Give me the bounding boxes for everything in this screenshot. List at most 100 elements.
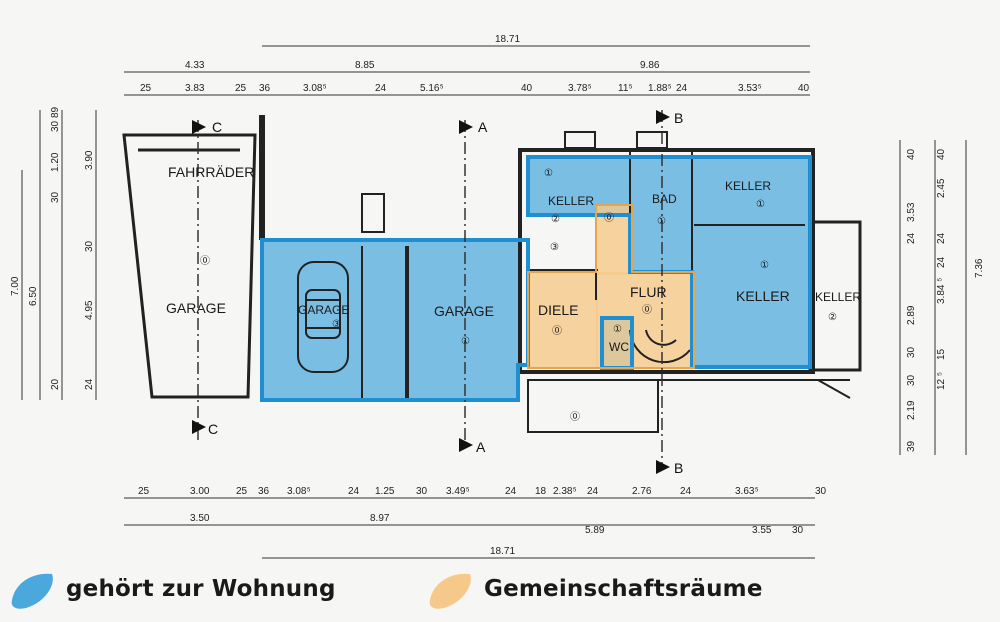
label-garage-right: GARAGE	[434, 303, 494, 319]
top-dimensions	[124, 45, 810, 96]
label-bad: BAD	[652, 192, 677, 206]
svg-text:15: 15	[936, 348, 947, 360]
svg-text:24: 24	[505, 486, 517, 497]
num-diele: ⓪	[552, 325, 562, 337]
bottom-dimensions	[124, 497, 815, 559]
svg-text:20: 20	[50, 378, 61, 390]
dim-bottom-d: 3.55	[752, 525, 772, 536]
label-keller-tl: KELLER	[548, 194, 594, 208]
car-icon	[297, 261, 349, 373]
bottom-detail-dims: 25 3.00 25 36 3.08⁵ 24 1.25 30 3.49⁵ 24 …	[138, 486, 827, 497]
num-wc: ①	[613, 324, 622, 335]
svg-text:1.88⁵: 1.88⁵	[648, 83, 672, 94]
svg-text:24: 24	[587, 486, 599, 497]
left-dimensions	[21, 110, 97, 400]
num-keller-small: ②	[551, 214, 560, 225]
svg-text:36: 36	[258, 486, 270, 497]
label-wc: WC	[609, 340, 629, 354]
num-keller-tr: ①	[756, 199, 765, 210]
num-keller-big: ①	[760, 260, 769, 271]
svg-text:3.49⁵: 3.49⁵	[446, 486, 470, 497]
svg-text:3.63⁵: 3.63⁵	[735, 486, 759, 497]
svg-text:3.08⁵: 3.08⁵	[287, 486, 311, 497]
svg-text:39: 39	[906, 440, 917, 452]
section-a-bottom: A	[476, 439, 486, 455]
svg-text:24: 24	[936, 256, 947, 268]
svg-text:25: 25	[236, 486, 248, 497]
svg-text:3.78⁵: 3.78⁵	[568, 83, 592, 94]
legend-gemeinschaft-label: Gemeinschaftsräume	[484, 576, 763, 602]
svg-text:30: 30	[84, 240, 95, 252]
floor-plan: C C A A B B FAHRRÄDER ⓪ GARAGE GARAGE ③ …	[10, 34, 985, 559]
label-keller-right: KELLER	[815, 290, 861, 304]
svg-text:3.84 ⁵: 3.84 ⁵	[936, 278, 947, 304]
section-b-bottom: B	[674, 460, 683, 476]
svg-text:2.45: 2.45	[936, 178, 947, 198]
section-markers	[192, 110, 670, 474]
svg-text:3.83: 3.83	[185, 83, 205, 94]
svg-text:36: 36	[259, 83, 271, 94]
svg-text:7.36: 7.36	[974, 258, 985, 278]
label-flur: FLUR	[630, 284, 667, 300]
right-dimensions	[899, 140, 967, 455]
dim-bottom-b: 8.97	[370, 513, 390, 524]
section-c-bottom: C	[208, 421, 218, 437]
label-diele: DIELE	[538, 302, 578, 318]
right-dim-labels: 7.36 40 3.53 24 2.89 30 30 2.19 39 40 2.…	[906, 148, 985, 452]
svg-text:89: 89	[50, 106, 61, 118]
legend-wohnung-label: gehört zur Wohnung	[66, 576, 336, 602]
num-garage-right: ①	[461, 336, 470, 347]
svg-text:24: 24	[936, 232, 947, 244]
dim-top-right: 9.86	[640, 60, 660, 71]
num-room3: ③	[550, 242, 559, 253]
section-lines	[197, 110, 663, 470]
svg-text:4.95: 4.95	[84, 300, 95, 320]
legend-gemeinschaft: Gemeinschaftsräume	[424, 566, 763, 612]
dim-bottom-a: 3.50	[190, 513, 210, 524]
num-keller-right: ②	[828, 312, 837, 323]
gemeinschaft-outline	[527, 204, 695, 369]
svg-text:24: 24	[375, 83, 387, 94]
svg-text:24: 24	[676, 83, 688, 94]
svg-text:30: 30	[416, 486, 428, 497]
svg-text:24: 24	[680, 486, 692, 497]
svg-text:3.08⁵: 3.08⁵	[303, 83, 327, 94]
svg-text:3.53⁵: 3.53⁵	[738, 83, 762, 94]
svg-text:25: 25	[235, 83, 247, 94]
wohnung-areas	[262, 157, 810, 400]
svg-text:30: 30	[50, 191, 61, 203]
dim-top-total: 18.71	[495, 34, 520, 45]
num-garage-car: ③	[332, 319, 341, 330]
svg-text:2.38⁵: 2.38⁵	[553, 486, 577, 497]
label-keller-big: KELLER	[736, 288, 790, 304]
dim-top-left: 4.33	[185, 60, 205, 71]
svg-text:2.76: 2.76	[632, 486, 652, 497]
svg-text:40: 40	[906, 148, 917, 160]
top-detail-dims: 25 3.83 25 36 3.08⁵ 24 5.16⁵ 40 3.78⁵ 11…	[140, 83, 810, 94]
num-entrance: ⓪	[570, 411, 580, 423]
section-c-top: C	[212, 119, 222, 135]
left-dim-labels: 7.00 6.50 3.90 4.95 30 89 1.20 30 30 20 …	[10, 106, 95, 390]
svg-text:12 ⁵: 12 ⁵	[936, 372, 947, 390]
orange-brush-swatch-icon	[429, 573, 471, 609]
svg-text:5.16⁵: 5.16⁵	[420, 83, 444, 94]
svg-text:40: 40	[936, 148, 947, 160]
svg-text:2.19: 2.19	[906, 400, 917, 420]
svg-text:25: 25	[138, 486, 150, 497]
svg-text:6.50: 6.50	[28, 286, 39, 306]
svg-text:30: 30	[906, 374, 917, 386]
svg-text:3.90: 3.90	[84, 150, 95, 170]
svg-text:30: 30	[906, 346, 917, 358]
svg-text:24: 24	[906, 232, 917, 244]
svg-text:24: 24	[348, 486, 360, 497]
fill-garage-car	[262, 240, 407, 400]
svg-text:7.00: 7.00	[10, 276, 21, 296]
svg-text:1.20: 1.20	[50, 152, 61, 172]
num-flur: ⓪	[642, 304, 652, 316]
dim-bottom-e: 30	[792, 525, 804, 536]
svg-text:1.25: 1.25	[375, 486, 395, 497]
svg-text:40: 40	[798, 83, 810, 94]
svg-text:25: 25	[140, 83, 152, 94]
section-b-top: B	[674, 110, 683, 126]
label-garage-car: GARAGE	[298, 303, 349, 317]
